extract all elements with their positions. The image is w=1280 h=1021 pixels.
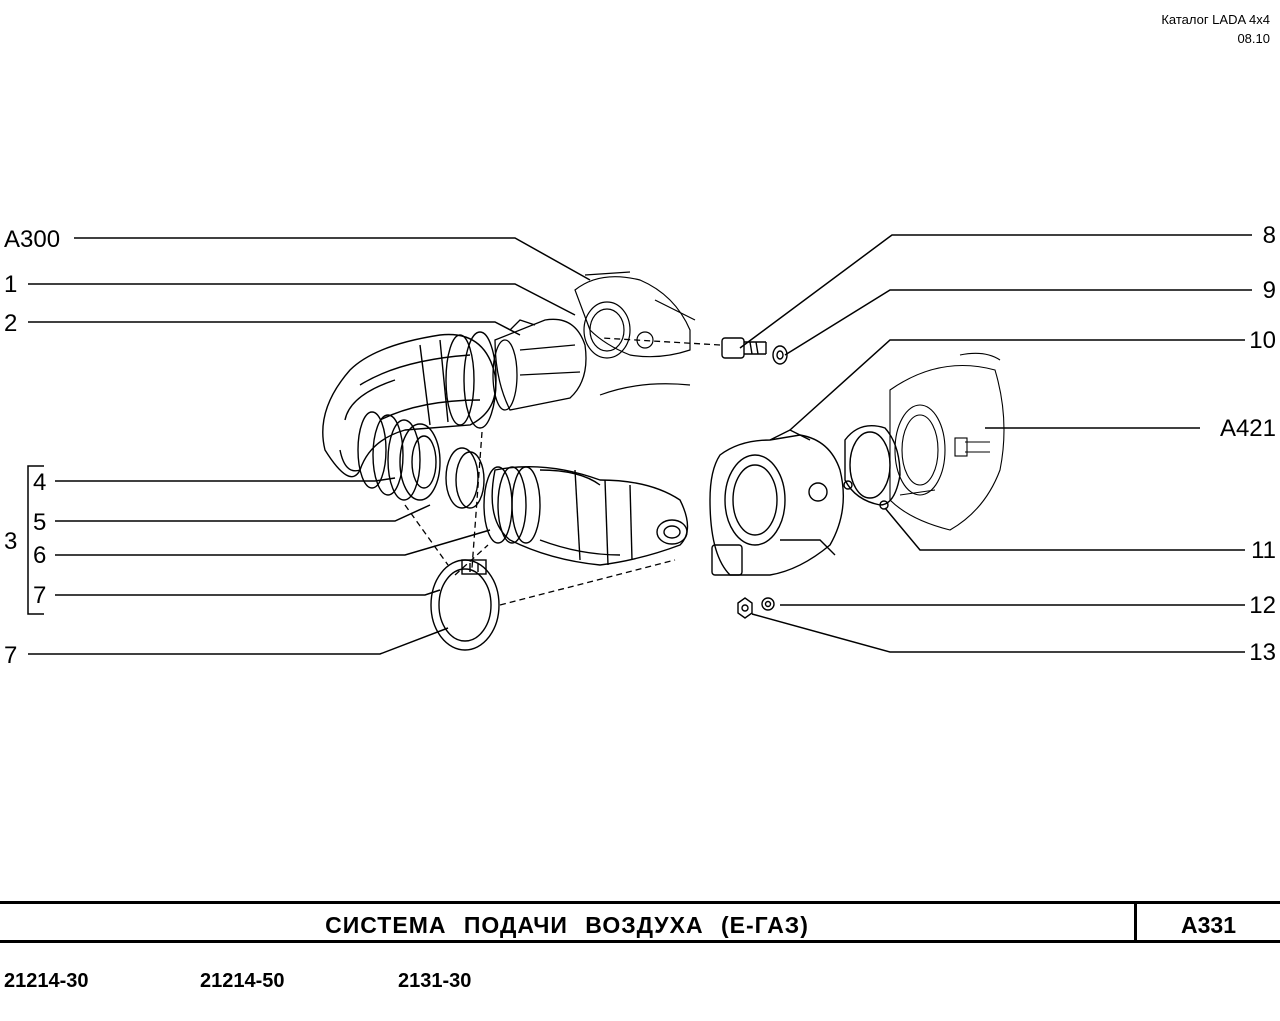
callout-7-group: 7: [33, 582, 46, 609]
callout-10: 10: [1249, 327, 1276, 354]
callout-9: 9: [1263, 277, 1276, 304]
catalog-date: 08.10: [1237, 31, 1270, 46]
title-bar: СИСТЕМА ПОДАЧИ ВОЗДУХА (Е-ГАЗ) A331: [0, 901, 1280, 943]
parts-diagram: A300 1 2 3 4 5 6 7 7 8 9 10 A421 11 12 1…: [4, 222, 1276, 669]
callout-7: 7: [4, 642, 17, 669]
hose-clamp: [430, 559, 500, 651]
model-code: 21214-30: [4, 970, 89, 992]
callout-a421: A421: [1220, 415, 1276, 442]
nut-and-washer: [737, 597, 775, 619]
bellows-coupling: [357, 411, 441, 501]
hose-ring: [445, 447, 485, 509]
model-code: 21214-50: [200, 970, 285, 992]
section-code: A331: [1181, 912, 1236, 938]
callout-8: 8: [1263, 222, 1276, 249]
model-code: 2131-30: [398, 970, 472, 992]
callout-13: 13: [1249, 639, 1276, 666]
callout-2: 2: [4, 310, 17, 337]
title-divider: [1134, 904, 1137, 940]
catalog-name: Каталог LADA 4x4: [1161, 12, 1270, 27]
callout-4: 4: [33, 469, 46, 496]
receiver-a421: [889, 352, 1005, 531]
throttle-body: [709, 429, 845, 576]
callout-12: 12: [1249, 592, 1276, 619]
callout-3: 3: [4, 528, 17, 555]
upper-hose: [322, 331, 497, 478]
callout-1: 1: [4, 271, 17, 298]
bolt-and-washer: [721, 337, 788, 365]
model-list: 21214-30 21214-50 2131-30: [0, 970, 1280, 1000]
page-title: СИСТЕМА ПОДАЧИ ВОЗДУХА (Е-ГАЗ): [325, 912, 809, 938]
group-bracket: [27, 465, 44, 615]
lower-hose: [483, 465, 689, 566]
engine-housing-a300: [574, 271, 696, 396]
callout-5: 5: [33, 509, 46, 536]
airflow-sensor: [492, 318, 587, 411]
callout-6: 6: [33, 542, 46, 569]
leader-lines: [28, 234, 1252, 655]
gasket: [843, 425, 901, 510]
callout-a300: A300: [4, 226, 60, 253]
callout-11: 11: [1251, 537, 1276, 564]
